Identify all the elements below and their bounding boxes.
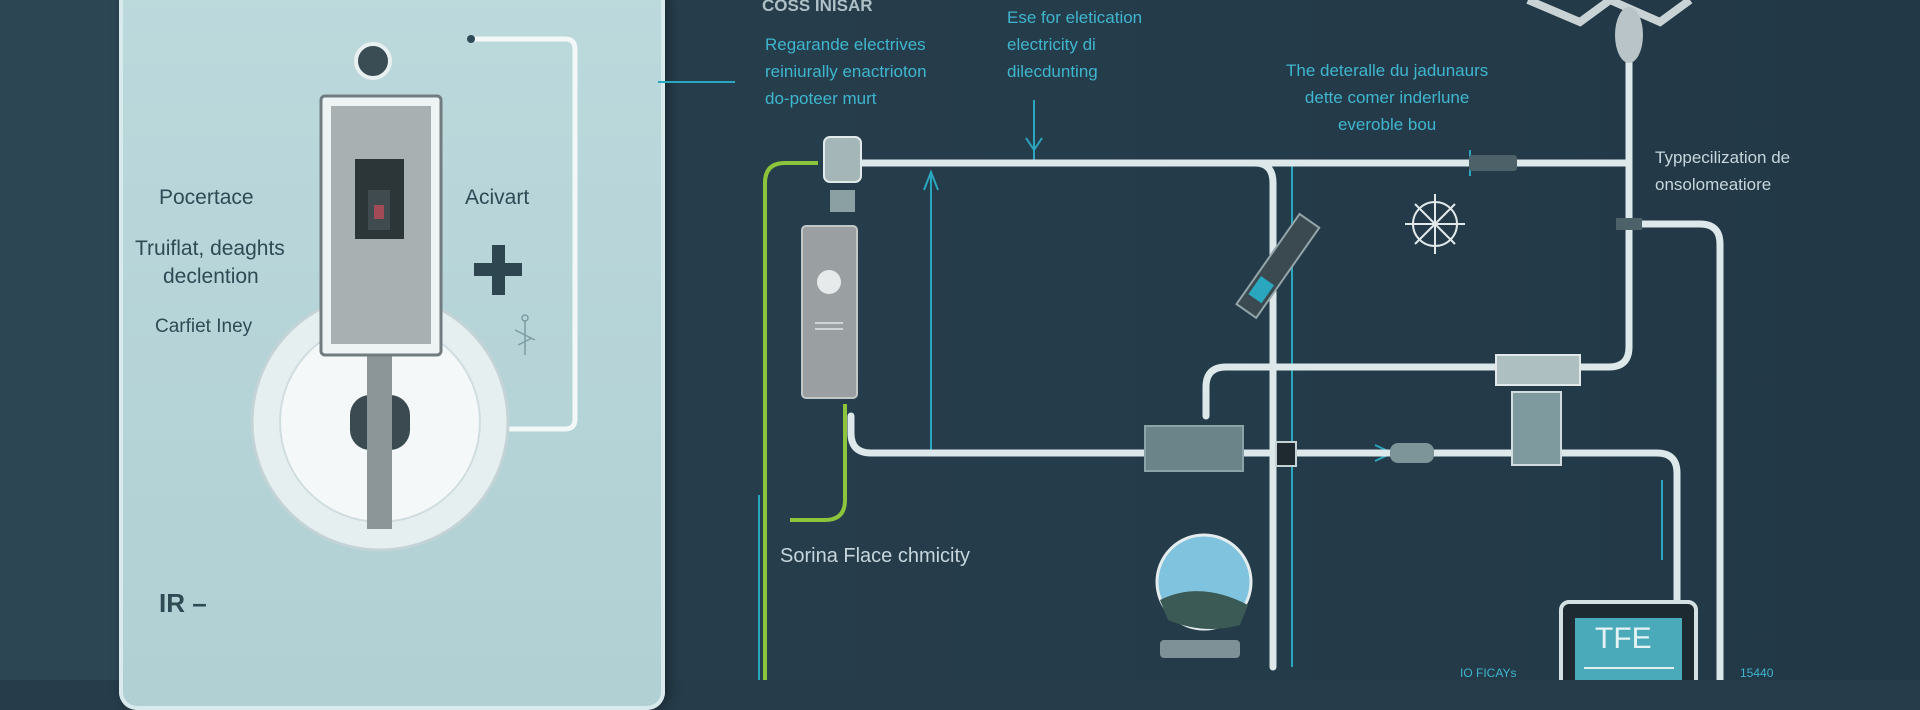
wire-dot xyxy=(467,35,475,43)
monitor-screen xyxy=(1575,618,1682,680)
green-line-2 xyxy=(790,404,847,522)
footer-logo: IR – xyxy=(159,588,207,618)
compass-icon xyxy=(1405,194,1465,254)
control-unit xyxy=(1495,354,1581,386)
drone-icon xyxy=(1526,0,1693,63)
inline-sensor xyxy=(1390,443,1434,463)
note-1: Regarande electrives reiniurally enactri… xyxy=(765,35,927,108)
valve xyxy=(1275,441,1297,467)
small-plant-icon xyxy=(514,314,536,355)
bottom-right-label: 15440 xyxy=(1740,666,1774,680)
label-pocertace: Pocertace xyxy=(159,186,254,209)
note-3: The deteralle du jadunaurs dette comer i… xyxy=(1286,61,1489,134)
diagonal-device xyxy=(1235,212,1321,320)
diagram-heading: COSS INISAR xyxy=(762,0,873,15)
left-edge xyxy=(0,0,118,680)
red-indicator xyxy=(374,205,384,219)
caption: Sorina Flace chmicity xyxy=(780,545,971,567)
top-sensor xyxy=(1469,155,1517,171)
label-truiflat: Truiflat, deaghts xyxy=(135,237,285,260)
label-acivart: Acivart xyxy=(465,186,530,209)
label-declention: declention xyxy=(163,265,259,288)
junction-box xyxy=(1144,425,1244,472)
label-carfiet: Carfiet Iney xyxy=(155,316,253,337)
note-2: Ese for eletication electricity di dilec… xyxy=(1007,8,1143,81)
module-logo xyxy=(817,270,841,294)
pipes xyxy=(847,57,1724,680)
note-4: Typpecilization de onsolomeatiore xyxy=(1655,148,1791,194)
switch-bar xyxy=(367,349,392,529)
power-module xyxy=(801,225,858,399)
top-connector xyxy=(823,136,862,183)
indicator-light xyxy=(354,42,392,80)
control-unit-base xyxy=(1511,391,1562,466)
diagram-canvas xyxy=(250,0,1724,680)
screen-text: TFE xyxy=(1595,622,1652,655)
bottom-connector xyxy=(1160,640,1240,658)
green-line-1 xyxy=(763,161,818,680)
panel-wire xyxy=(471,36,578,432)
bottom-left-label: IO FICAYs xyxy=(1460,666,1517,680)
